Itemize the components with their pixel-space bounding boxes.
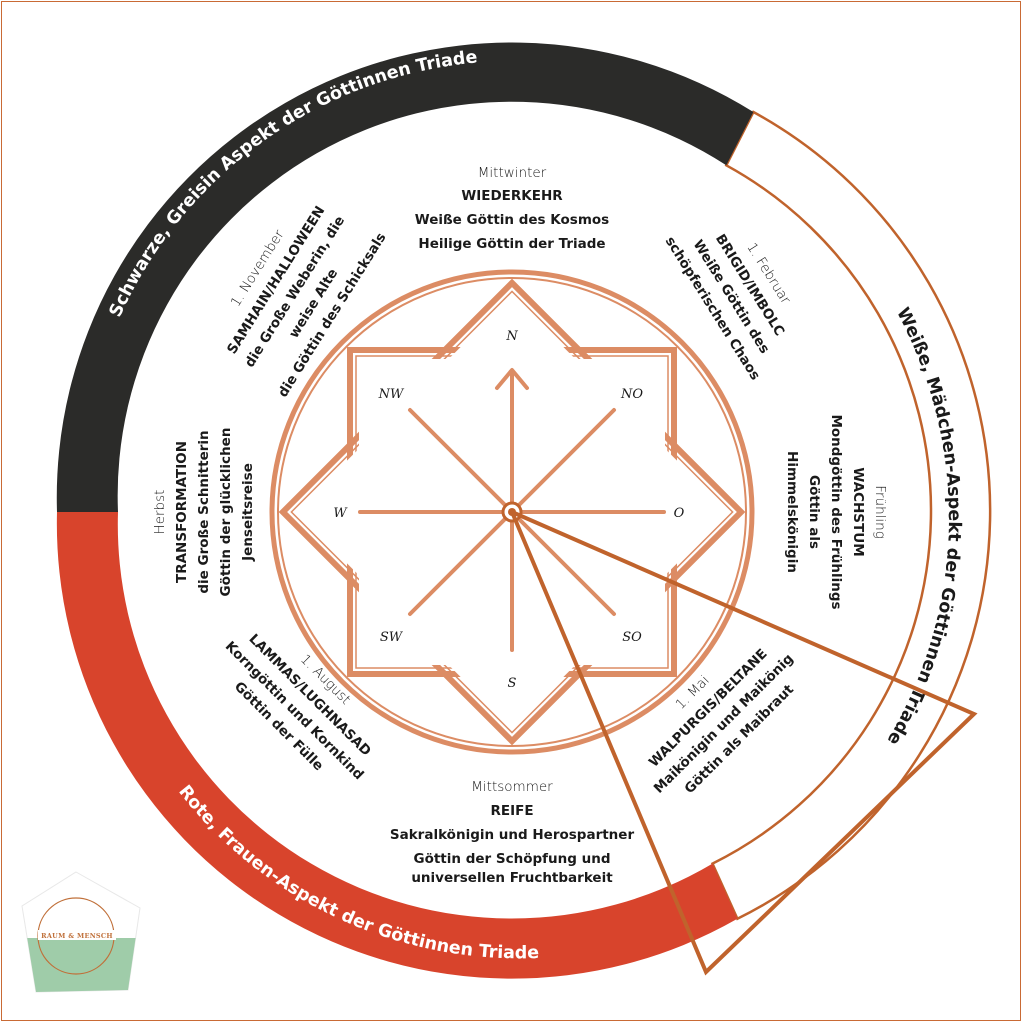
midsummer-line-1: Sakralkönigin und Herospartner [390, 827, 635, 843]
autumn-line-1: die Große Schnitterin [196, 430, 212, 593]
festival-midwinter: Mittwinter WIEDERKEHR Weiße Göttin des K… [415, 165, 609, 252]
compass-so: SO [622, 630, 642, 645]
festival-autumn: Herbst TRANSFORMATION die Große Schnitte… [152, 428, 256, 597]
black-aspect-band [56, 42, 754, 513]
compass-outer-circle [269, 269, 755, 755]
midwinter-season: Mittwinter [478, 165, 547, 181]
compass-s: S [508, 676, 517, 691]
midwinter-line-2: Heilige Göttin der Triade [418, 236, 605, 252]
compass-w: W [333, 506, 348, 521]
autumn-line-2: Göttin der glücklichen [218, 428, 234, 597]
spring-title: WACHSTUM [850, 467, 866, 556]
compass-n: N [505, 329, 518, 344]
autumn-title: TRANSFORMATION [174, 441, 190, 583]
compass-no: NO [620, 387, 643, 402]
festival-midsummer: Mittsommer REIFE Sakralkönigin und Heros… [390, 779, 635, 886]
compass-sw: SW [380, 630, 404, 645]
compass-o: O [674, 506, 685, 521]
midsummer-season: Mittsommer [471, 779, 553, 795]
midsummer-line-2: Göttin der Schöpfung und [414, 851, 611, 867]
midsummer-line-3: universellen Fruchtbarkeit [411, 870, 613, 886]
spring-line-1: Mondgöttin des Frühlings [828, 414, 844, 609]
spring-line-3: Himmelskönigin [784, 451, 800, 573]
autumn-season: Herbst [152, 490, 168, 535]
midwinter-line-1: Weiße Göttin des Kosmos [415, 212, 609, 228]
midwinter-title: WIEDERKEHR [461, 188, 563, 204]
logo-text: RAUM & MENSCH [41, 932, 113, 940]
pointer-triangle [510, 510, 978, 976]
spring-season: Frühling [872, 485, 888, 539]
spring-line-2: Göttin als [806, 475, 822, 549]
white-aspect-band [710, 110, 992, 921]
north-arrow-head [495, 368, 529, 390]
compass-nw: NW [378, 387, 405, 402]
midsummer-title: REIFE [490, 803, 533, 819]
autumn-line-3: Jenseitsreise [240, 463, 256, 562]
festival-spring: Frühling WACHSTUM Mondgöttin des Frühlin… [784, 414, 888, 609]
compass-outer-circle-inner-line [277, 277, 747, 747]
red-aspect-band [56, 512, 738, 979]
compass-rays [358, 373, 666, 652]
logo-text-bg [38, 930, 116, 940]
raum-mensch-logo: RAUM & MENSCH [21, 871, 141, 993]
